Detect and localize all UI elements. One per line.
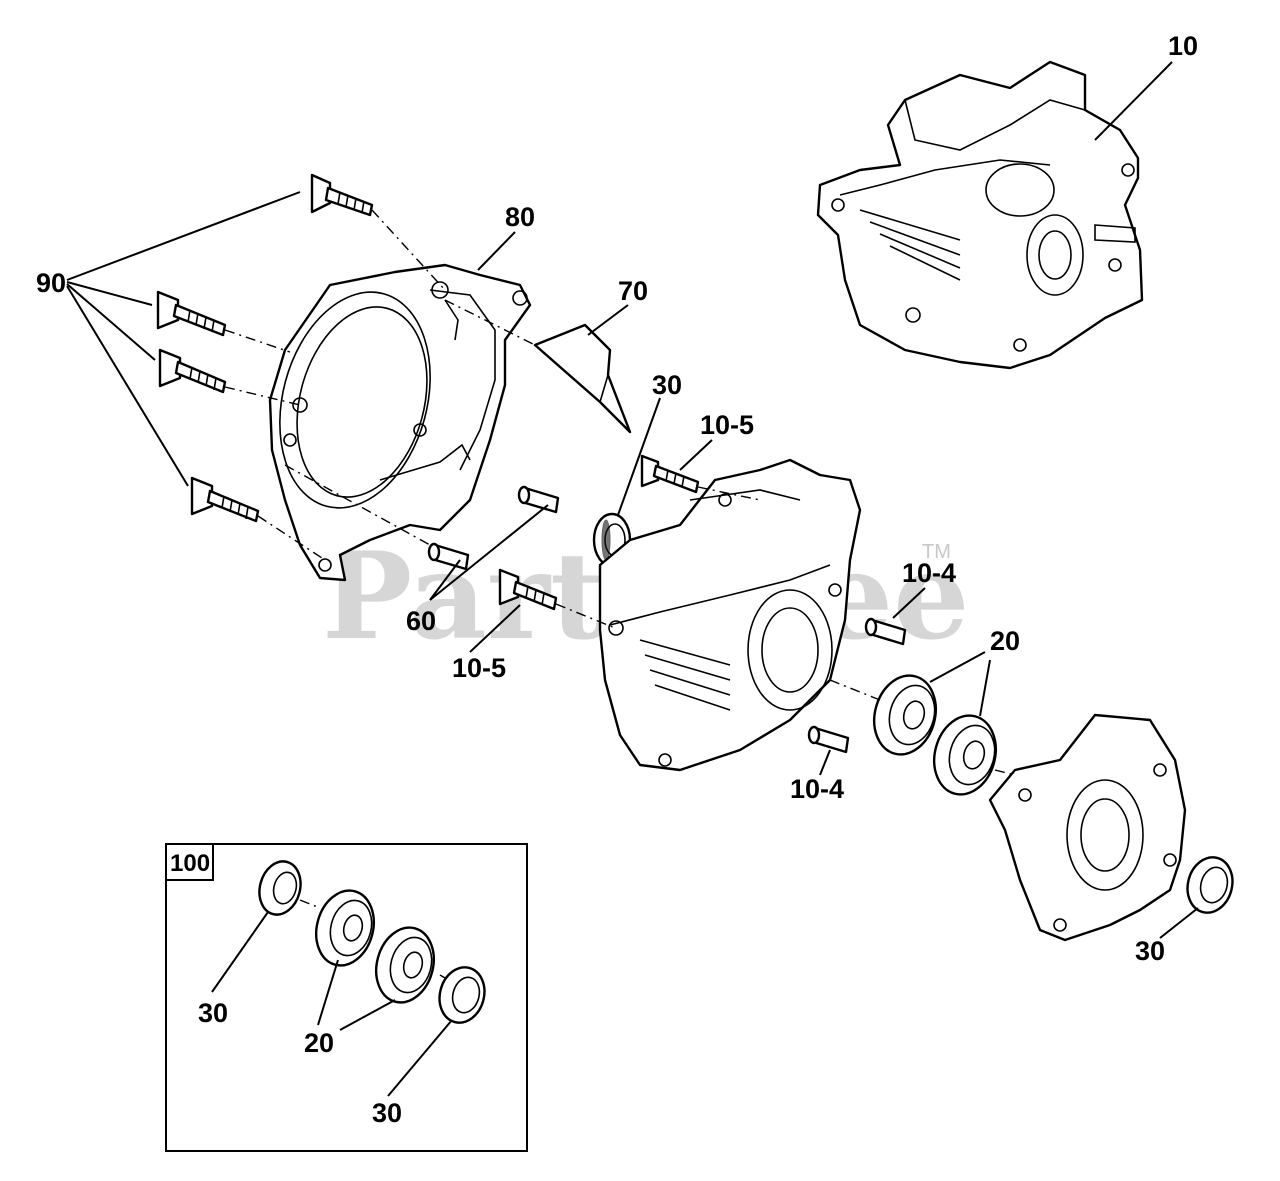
callout-10-4-lower: 10-4 [790,774,844,804]
callout-20-bearings: 20 [990,626,1020,656]
crankcase-half-right [988,713,1187,942]
bolt-10-5-upper [640,454,700,494]
callout-60: 60 [406,606,436,636]
bolt-90-1 [310,173,374,217]
dowel-pins-60 [427,485,560,571]
callout-30-seal: 30 [652,370,682,400]
crankcase-assembly-10 [816,60,1144,370]
callout-kit-20: 20 [304,1028,334,1058]
bolt-90-2 [156,290,227,337]
leader-lines [66,61,1199,1097]
kit-box-border [165,843,528,1152]
callout-70: 70 [618,276,648,306]
bolts-10-5 [498,454,700,611]
pins-10-4 [807,617,907,754]
callout-90: 90 [36,268,66,298]
bearings-20 [873,674,997,796]
callout-10: 10 [1168,31,1198,61]
kit-box-label-frame [165,843,214,881]
kit-seal-30-2 [438,966,486,1024]
bolts-90 [156,173,374,523]
kit-bearing-20-2 [375,926,435,1004]
bearing-20-1 [873,674,937,756]
crankcase-half-center [598,458,862,772]
callout-10-5-upper: 10-5 [700,410,754,440]
kit-seal-30-1 [258,860,302,916]
callout-kit-30-b: 30 [372,1098,402,1128]
callout-10-5-lower: 10-5 [452,653,506,683]
bearing-20-2 [933,714,997,796]
kit-bearing-20-1 [315,889,375,967]
callout-10-4-upper: 10-4 [902,558,956,588]
oil-seal-30-right [1186,856,1234,914]
housing-cover-80 [268,263,532,582]
bolt-90-3 [158,348,227,394]
kit-box-label: 100 [170,850,210,877]
callout-labels: 10 80 90 70 30 10-5 10-4 60 10-5 20 10-4… [36,31,1198,1128]
watermark-trademark: TM [922,541,951,563]
centerlines [224,209,1016,776]
bolt-10-5-lower [498,568,558,611]
callout-80: 80 [505,202,535,232]
plate-70 [533,323,632,434]
kit-box-100: 100 [165,843,528,1152]
callout-kit-30-a: 30 [198,998,228,1028]
bolt-90-4 [190,476,260,523]
callout-30-right-seal: 30 [1135,936,1165,966]
